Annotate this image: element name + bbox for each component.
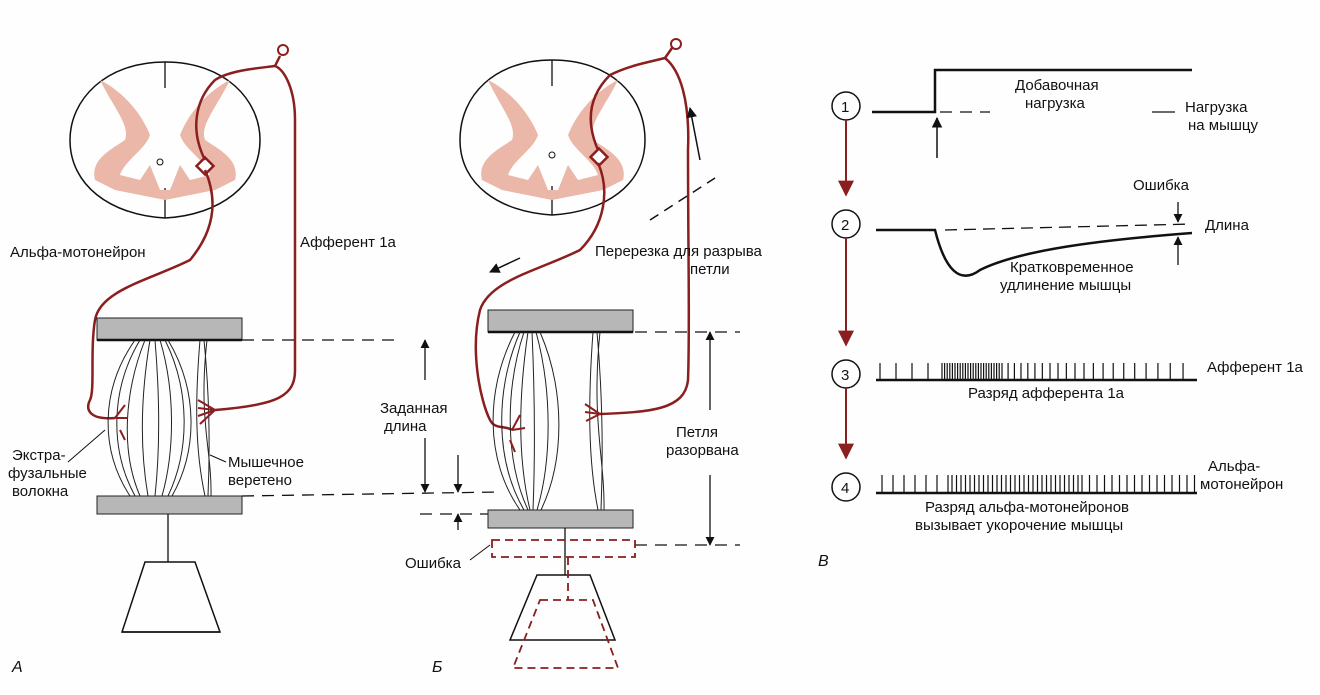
panel-a: Альфа-мотонейрон Афферент 1а Экстра- фуз… <box>8 44 397 676</box>
nerve-paths-a <box>87 55 297 420</box>
label-stretch-1: Кратковременное <box>1010 259 1134 276</box>
label-cut-2: петли <box>690 261 730 278</box>
nerve-paths-b <box>474 47 691 432</box>
weight-a <box>120 561 222 633</box>
label-load-2: на мышцу <box>1188 117 1259 134</box>
spinal-cord-b <box>459 59 646 216</box>
label-set-length-1: Заданная <box>380 400 448 417</box>
spindle-b <box>589 331 605 511</box>
label-mn-discharge-2: вызывает укорочение мышцы <box>915 517 1123 534</box>
plate-bottom-a <box>96 495 243 515</box>
label-stretch-2: удлинение мышцы <box>1000 277 1131 294</box>
label-error-b: Ошибка <box>405 555 462 572</box>
label-extrafusal-2: фузальные <box>8 465 87 482</box>
panel-b: Заданная длина Петля разорвана Ошибка Пе… <box>380 38 763 676</box>
spinal-cord-a <box>69 61 261 219</box>
length-trace <box>876 228 1193 277</box>
label-length: Длина <box>1205 217 1250 234</box>
step-num-2: 2 <box>841 217 849 234</box>
label-extra-load-1: Добавочная <box>1015 77 1099 94</box>
panel-label-c: В <box>818 553 829 570</box>
label-spindle-1: Мышечное <box>228 454 304 471</box>
panel-label-b: Б <box>432 659 442 676</box>
step-num-4: 4 <box>841 480 849 497</box>
spindle-a <box>196 339 212 497</box>
label-mn-discharge-1: Разряд альфа-мотонейронов <box>925 499 1129 516</box>
muscle-b <box>492 331 560 511</box>
set-length-arrow <box>420 339 463 530</box>
receptor-b <box>670 38 682 50</box>
cut-line <box>649 177 716 221</box>
label-extrafusal-3: волокна <box>12 483 69 500</box>
label-motoneuron-1: Альфа- <box>1208 458 1260 475</box>
panel-label-a: А <box>11 659 23 676</box>
label-extrafusal-1: Экстра- <box>12 447 66 464</box>
step-num-3: 3 <box>841 367 849 384</box>
muscle-a <box>107 339 192 497</box>
weight-b <box>508 574 617 641</box>
plate-bottom-b <box>487 509 634 529</box>
spiral-ending-a <box>197 399 216 425</box>
load-trace <box>872 68 1192 114</box>
label-loop-broken-2: разорвана <box>666 442 739 459</box>
label-error-c: Ошибка <box>1133 177 1190 194</box>
label-afferent-c: Афферент 1а <box>1207 359 1304 376</box>
label-motoneuron-2: мотонейрон <box>1200 476 1283 493</box>
afferent-spikes <box>879 363 1184 380</box>
weight-b-displaced <box>491 539 636 669</box>
plate-top-a <box>96 317 243 341</box>
motoneuron-spikes <box>881 475 1196 493</box>
panel-c: 1 2 3 4 Добавочная нагрузка Нагрузка на … <box>818 68 1304 570</box>
label-loop-broken-1: Петля <box>676 424 718 441</box>
endplates-a <box>114 404 128 441</box>
label-alpha-motoneuron: Альфа-мотонейрон <box>10 244 146 261</box>
plate-top-b <box>487 309 634 333</box>
step-num-1: 1 <box>841 99 849 116</box>
receptor-a <box>277 44 289 56</box>
label-set-length-2: длина <box>384 418 427 435</box>
label-extra-load-2: нагрузка <box>1025 95 1086 112</box>
label-load-1: Нагрузка <box>1185 99 1248 116</box>
label-afferent-a: Афферент 1а <box>300 234 397 251</box>
label-spindle-2: веретено <box>228 472 292 489</box>
label-afferent-discharge: Разряд афферента 1а <box>968 385 1125 402</box>
label-cut: Перерезка для разрыва <box>595 243 763 260</box>
